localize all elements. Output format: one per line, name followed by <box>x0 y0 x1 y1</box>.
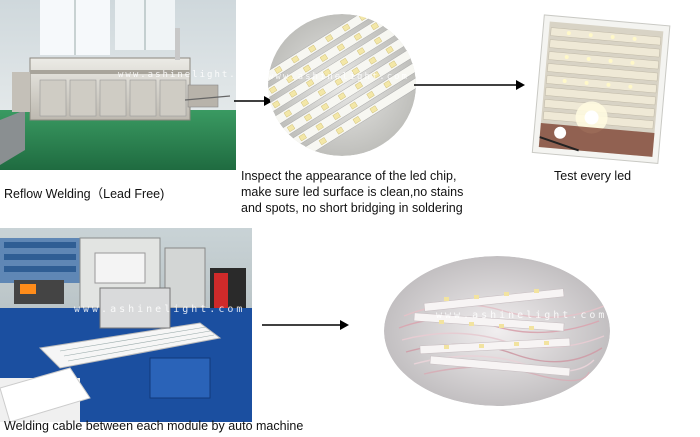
caption-line: Inspect the appearance of the led chip, <box>241 169 457 183</box>
led-strip-inspection-photo: www.ashinelight.com <box>268 14 416 156</box>
reflow-machine-photo: www.ashinelight.com <box>0 0 236 170</box>
arrow-right-icon <box>262 320 349 330</box>
arrow-right-icon <box>414 80 525 90</box>
step-caption-test: Test every led <box>554 169 632 183</box>
arrow-right-icon <box>234 96 273 106</box>
auto-welding-machine-photo: www.ashinelight.com <box>0 228 252 422</box>
step-caption-welding-cable: Welding cable between each module by aut… <box>4 419 304 433</box>
step-caption-inspect: Inspect the appearance of the led chip, … <box>241 168 463 216</box>
watermark-text: www.ashinelight.com <box>268 72 409 82</box>
watermark-text: www.ashinelight.com <box>74 304 246 315</box>
step-caption-reflow: Reflow Welding（Lead Free) <box>4 187 165 201</box>
watermark-text: www.ashinelight.com <box>436 310 608 321</box>
wired-modules-pile-photo: www.ashinelight.com <box>384 256 610 406</box>
caption-line: and spots, no short bridging in solderin… <box>241 201 463 215</box>
led-testing-photo <box>524 10 674 170</box>
watermark-text: www.ashinelight.com <box>118 70 236 80</box>
caption-line: make sure led surface is clean,no stains <box>241 185 464 199</box>
